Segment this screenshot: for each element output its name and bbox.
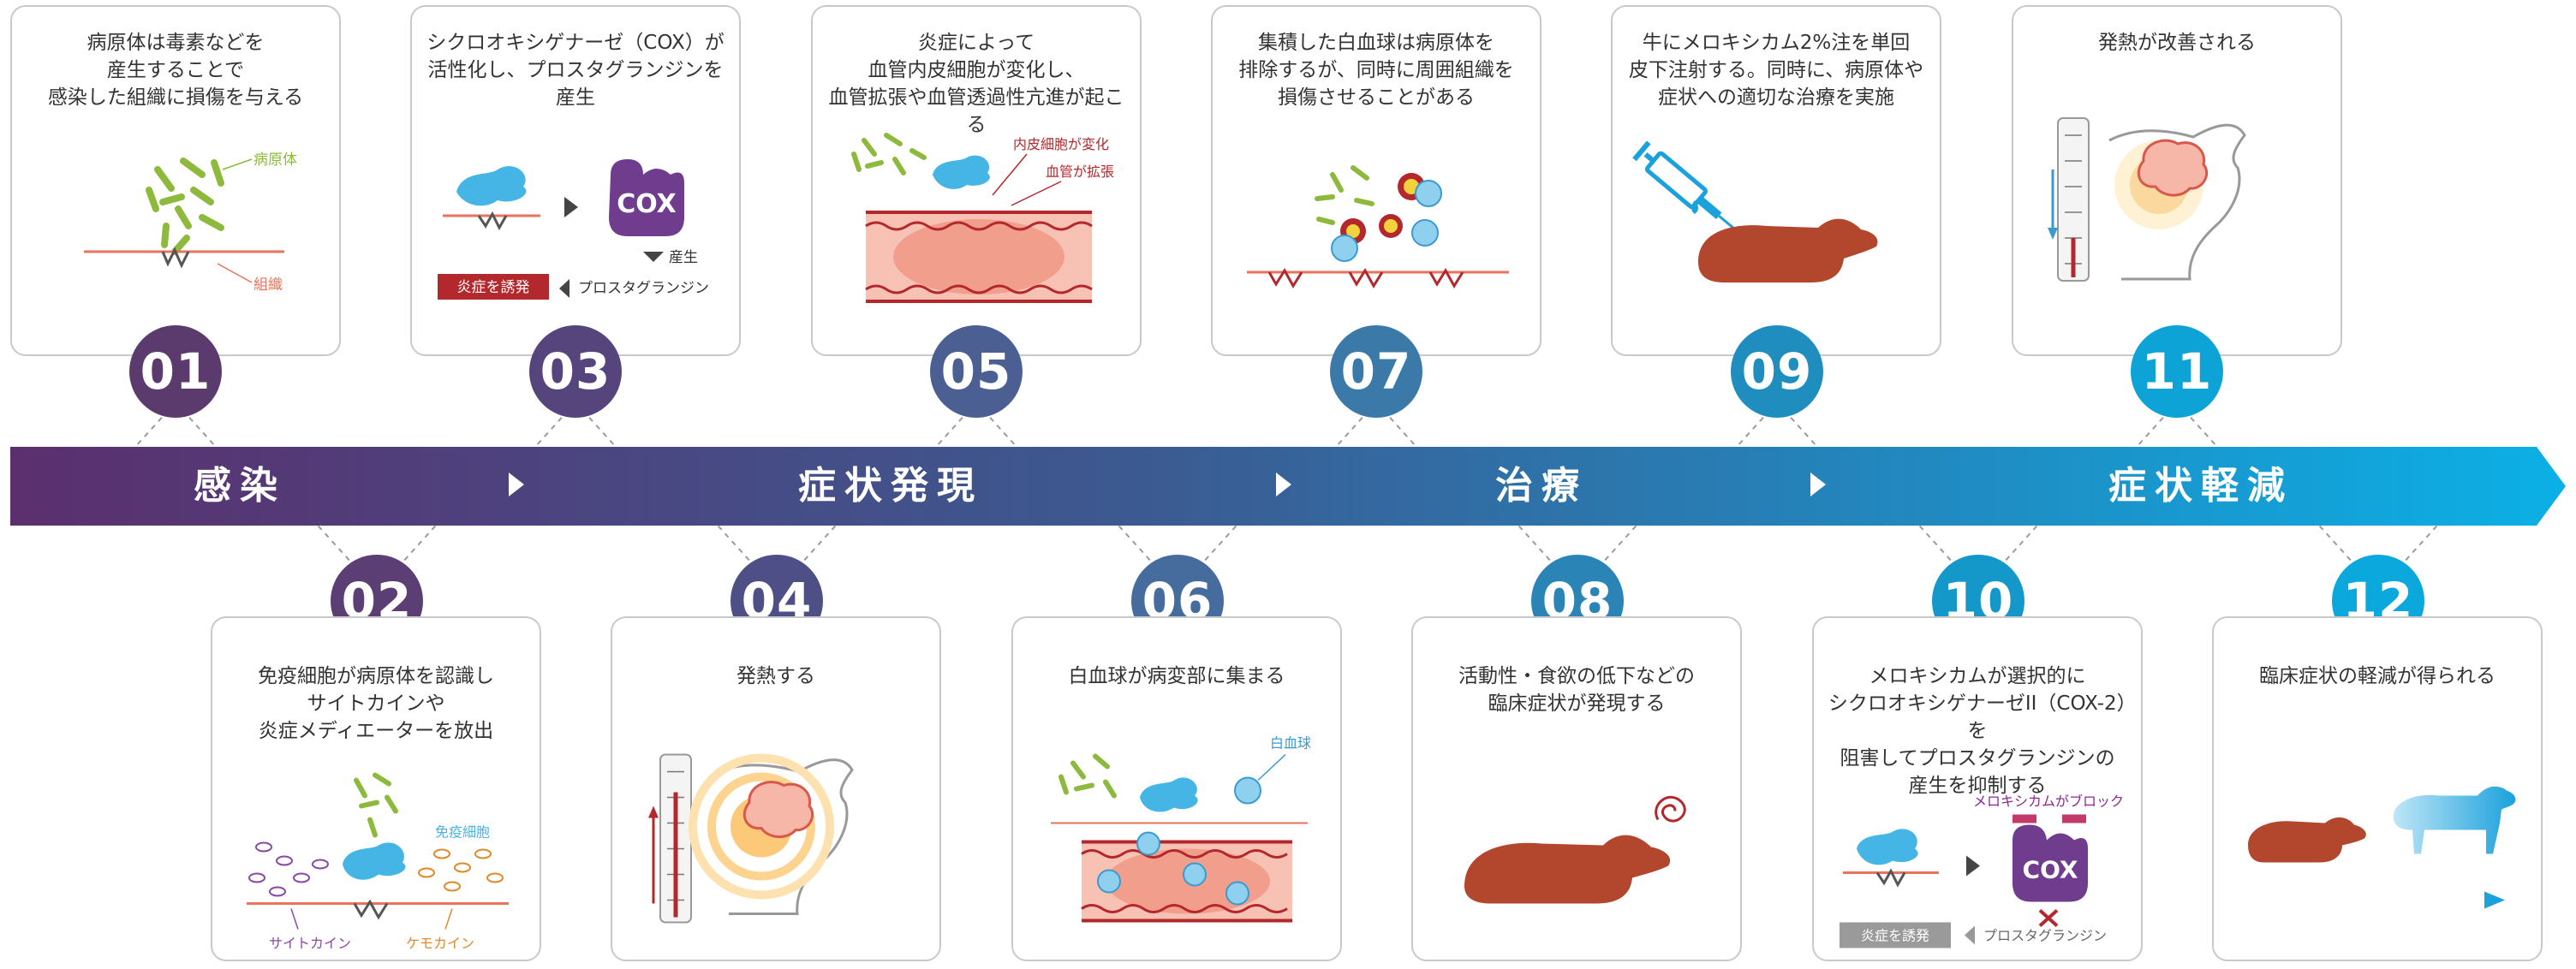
tissue-label: 組織 [253, 276, 283, 294]
step-number-03: 03 [529, 325, 622, 418]
step-card-10: メロキシカムが選択的に シクロオキシゲナーゼII（COX-2）を 阻害してプロス… [1812, 616, 2143, 961]
step-number-01: 01 [129, 325, 222, 418]
blood-vessel-icon: 白血球 [1051, 735, 1311, 923]
step-text: メロキシカムが選択的に シクロオキシゲナーゼII（COX-2）を 阻害してプロス… [1828, 665, 2127, 797]
chevron-right-icon [509, 473, 524, 496]
step-card-11: 発熱が改善される [2012, 5, 2342, 356]
produce-label: 産生 [669, 249, 698, 266]
step-card-02: 免疫細胞が病原体を認識し サイトカインや 炎症メディエーターを放出 免疫細胞 サ… [211, 616, 541, 961]
inflam-label: 炎症を誘発 [1861, 928, 1929, 944]
phase-symptom-relief: 症状軽減 [2108, 464, 2293, 508]
step-text: 炎症によって 血管内皮細胞が変化し、 血管拡張や血管透過性亢進が起こる [828, 32, 1124, 136]
step-text: 白血球が病変部に集まる [1068, 665, 1285, 687]
bacteria-icon: 病原体 組織 [84, 152, 297, 294]
step-text: 臨床症状の軽減が得られる [2259, 665, 2496, 687]
inflam-label: 炎症を誘発 [457, 279, 530, 296]
step-card-06: 白血球が病変部に集まる 白血球 [1011, 616, 1342, 961]
step-number-11: 11 [2131, 325, 2223, 418]
wbc-label: 白血球 [1270, 735, 1311, 752]
immune-cell-icon: 免疫細胞 サイトカイン ケモカイン [247, 772, 509, 952]
step-card-01: 病原体は毒素などを 産生することで 感染した組織に損傷を与える 病原体 組織 [10, 5, 341, 356]
cow-icon [1464, 795, 1686, 904]
cox-label: COX [617, 189, 677, 219]
step-card-03: シクロオキシゲナーゼ（COX）が 活性化し、プロスタグランジンを産生 COX 産… [410, 5, 741, 356]
endo-label: 内皮細胞が変化 [1013, 136, 1109, 152]
immune-label: 免疫細胞 [435, 824, 490, 841]
chemokine-label: ケモカイン [406, 936, 474, 952]
pg-label: プロスタグランジン [578, 280, 709, 297]
step-card-07: 集積した白血球は病原体を 排除するが、同時に周囲組織を 損傷させることがある [1211, 5, 1541, 356]
pg-label: プロスタグランジン [1983, 928, 2107, 944]
step-card-09: 牛にメロキシカム2%注を単回 皮下注射する。同時に、病原体や 症状への適切な治療… [1611, 5, 1941, 356]
cox-label: COX [2023, 856, 2078, 884]
step-card-05: 炎症によって 血管内皮細胞が変化し、 血管拡張や血管透過性亢進が起こる 内皮細胞… [811, 5, 1142, 356]
cox-icon: メロキシカムがブロック COX 炎症を誘発 プロスタグランジン [1840, 794, 2124, 948]
step-card-04: 発熱する [611, 616, 941, 961]
step-text: 集積した白血球は病原体を 排除するが、同時に周囲組織を 損傷させることがある [1238, 32, 1514, 109]
cytokine-label: サイトカイン [269, 936, 351, 952]
step-card-08: 活動性・食欲の低下などの 臨床症状が発現する [1411, 616, 1742, 961]
step-text: 活動性・食欲の低下などの 臨床症状が発現する [1458, 665, 1695, 715]
step-text: 発熱が改善される [2098, 32, 2256, 54]
brain-icon [2048, 117, 2246, 282]
step-number-09: 09 [1731, 325, 1823, 418]
cow-icon [2248, 786, 2516, 909]
step-text: 免疫細胞が病原体を認識し サイトカインや 炎症メディエーターを放出 [258, 665, 494, 742]
step-text: 病原体は毒素などを 産生することで 感染した組織に損傷を与える [47, 32, 304, 109]
step-text: シクロオキシゲナーゼ（COX）が 活性化し、プロスタグランジンを産生 [426, 32, 724, 109]
step-text: 牛にメロキシカム2%注を単回 皮下注射する。同時に、病原体や 症状への適切な治療… [1628, 32, 1924, 109]
leukocyte-icon [1247, 165, 1509, 288]
blood-vessel-icon: 内皮細胞が変化 血管が拡張 [851, 133, 1114, 303]
block-label: メロキシカムがブロック [1973, 794, 2124, 810]
dilate-label: 血管が拡張 [1046, 163, 1114, 180]
phase-infection: 感染 [194, 464, 286, 508]
chevron-right-icon [1810, 473, 1826, 496]
phase-symptom-onset: 症状発現 [798, 464, 983, 508]
syringe-icon [1632, 140, 1878, 282]
pathogen-label: 病原体 [253, 152, 297, 169]
step-card-12: 臨床症状の軽減が得られる [2212, 616, 2543, 961]
chevron-right-icon [1276, 473, 1291, 496]
step-number-07: 07 [1330, 325, 1422, 418]
step-text: 発熱する [736, 665, 815, 687]
cox-icon: COX 産生 炎症を誘発 プロスタグランジン [438, 159, 709, 300]
phase-treatment: 治療 [1495, 464, 1588, 508]
step-number-05: 05 [930, 325, 1023, 418]
thermometer-icon [648, 753, 854, 924]
